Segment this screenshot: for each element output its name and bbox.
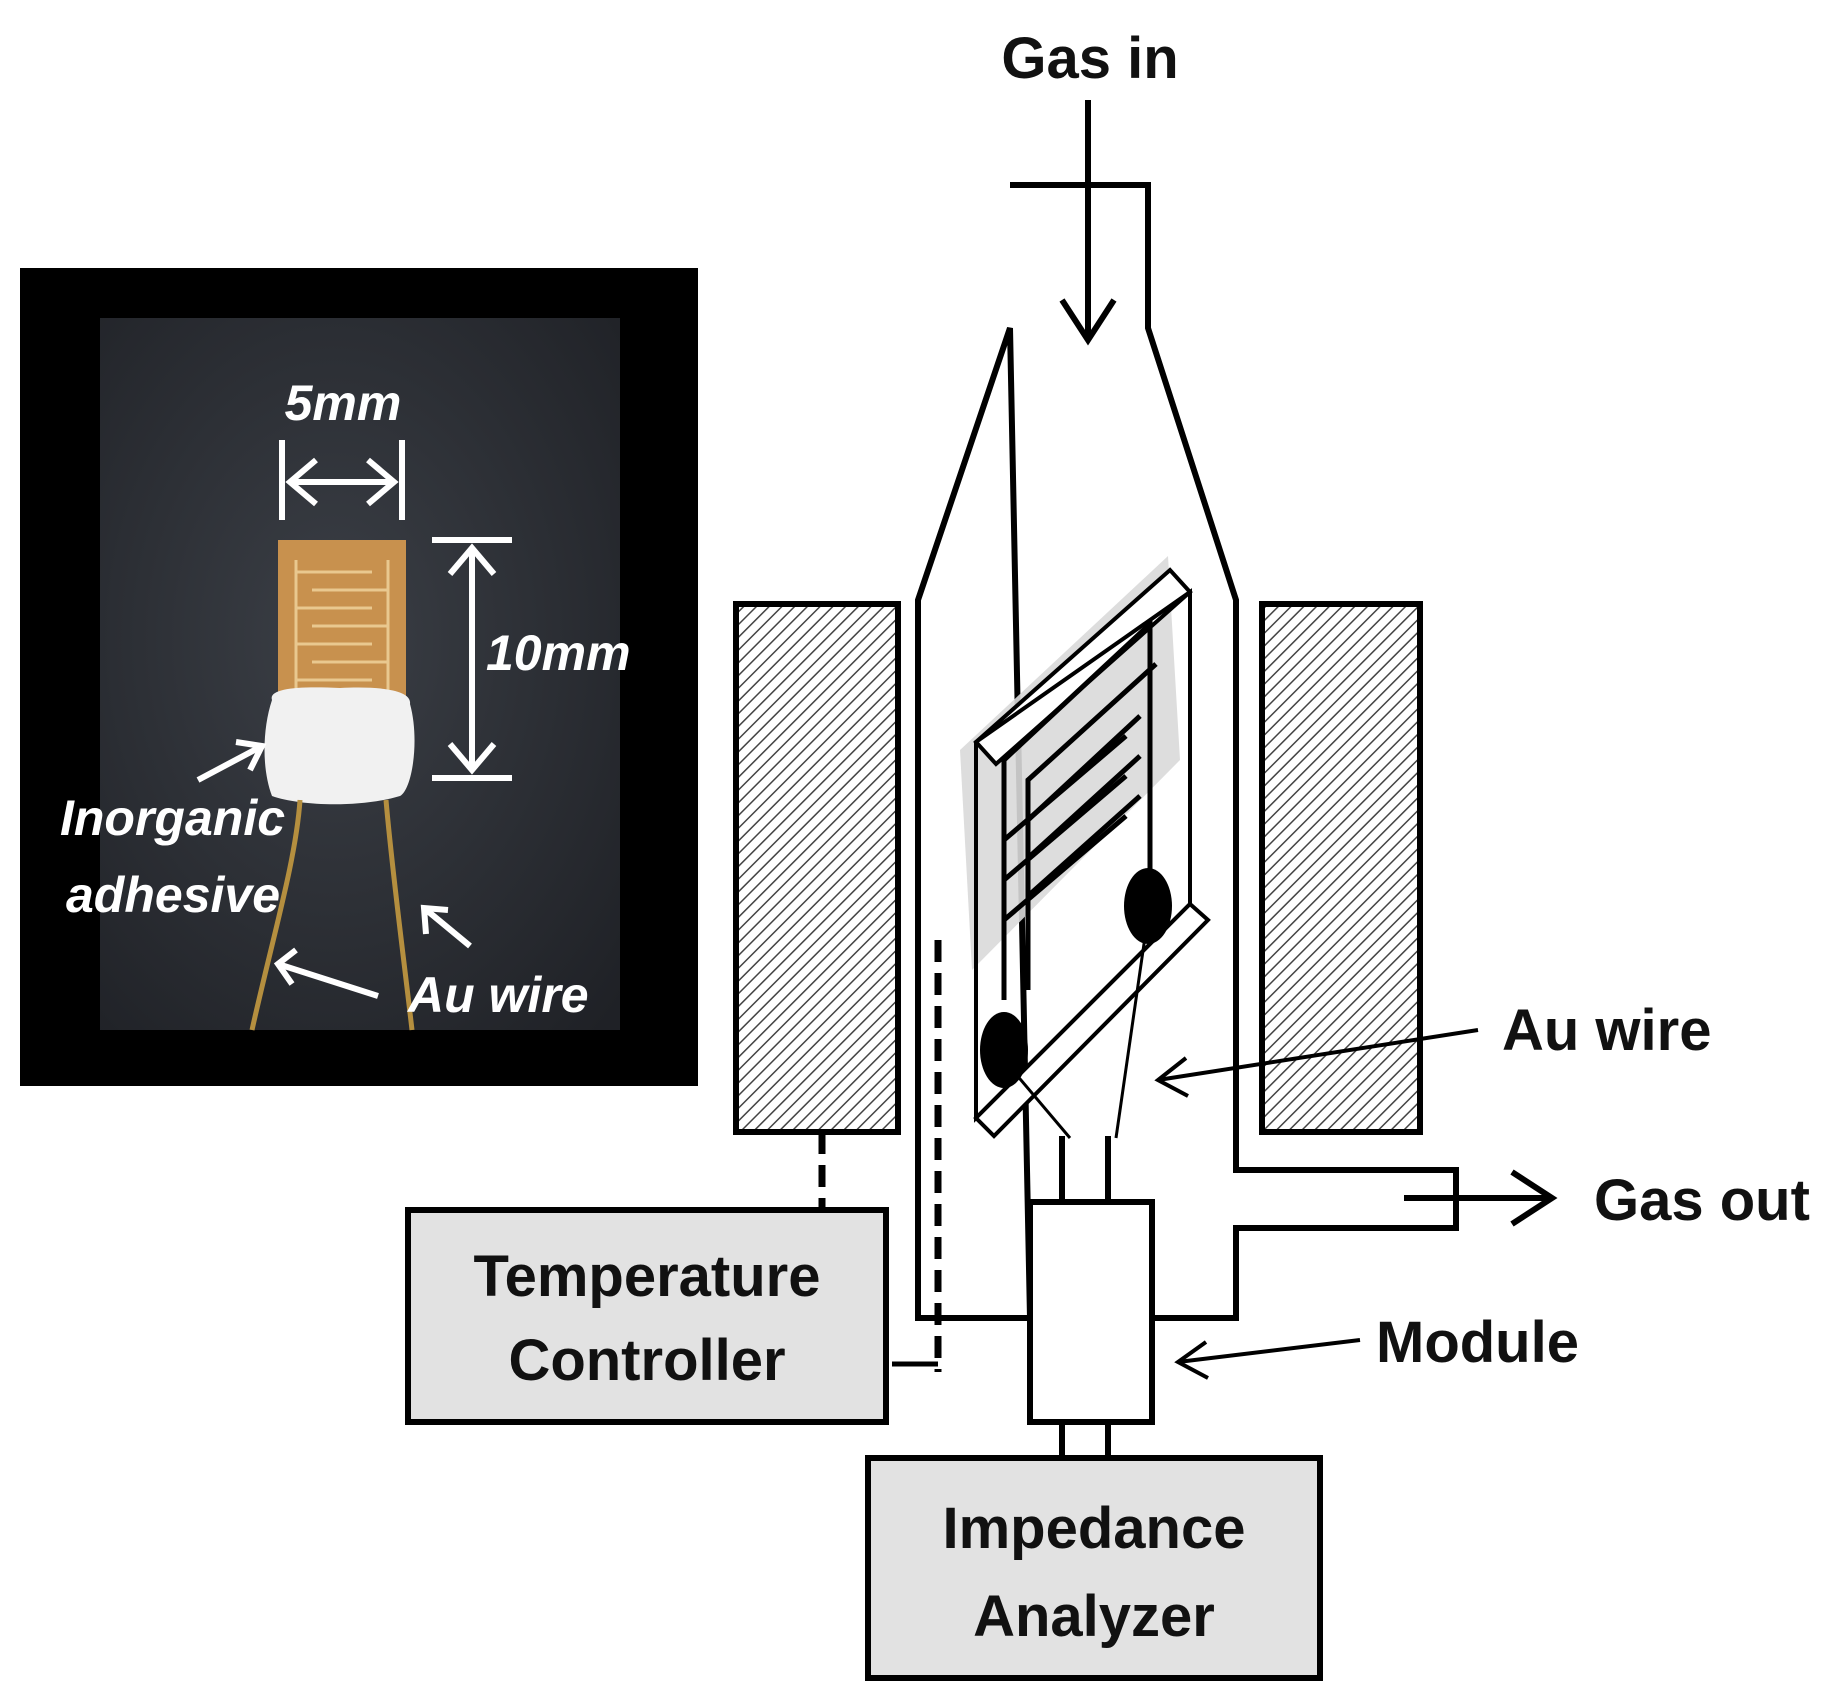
- reactor-tube: [915, 182, 1459, 1321]
- photo-au-wire-label: Au wire: [406, 967, 589, 1023]
- photo-wire-arrows: [273, 904, 472, 999]
- height-dimension: [432, 537, 512, 781]
- sensor-wire-left: [1002, 1059, 1072, 1139]
- sensor-substrate: [960, 556, 1211, 1139]
- impedance-analyzer-label-line2: Analyzer: [973, 1584, 1215, 1649]
- furnace-heater-left: [733, 601, 901, 1135]
- module-box: [1027, 1199, 1155, 1425]
- interdigitated-electrode: [294, 560, 390, 690]
- contact-pad-right: [1124, 868, 1172, 944]
- contact-pad-left: [980, 1012, 1028, 1088]
- au-wire-pointer-head: [1154, 1056, 1189, 1098]
- adhesive-arrow: [196, 739, 267, 783]
- electrode-fingers: [1001, 618, 1158, 1000]
- temperature-controller-label-line2: Controller: [508, 1328, 785, 1393]
- inorganic-adhesive: [264, 687, 415, 805]
- au-wire-label: Au wire: [1502, 998, 1712, 1063]
- temperature-controller-box: [405, 1207, 889, 1425]
- impedance-analyzer-label-line1: Impedance: [943, 1496, 1246, 1561]
- impedance-analyzer-box: [865, 1455, 1323, 1681]
- gas-in-label: Gas in: [1001, 26, 1178, 91]
- au-wire-pointer: [1157, 1028, 1479, 1082]
- height-label: 10mm: [486, 625, 631, 681]
- module-pointer-head: [1174, 1340, 1209, 1380]
- sensor-wire-right: [1114, 915, 1150, 1139]
- adhesive-label-line1: Inorganic: [60, 790, 285, 846]
- sensor-photo: 5mm 10mm Inorganic adhesive Au wire: [20, 268, 698, 1086]
- adhesive-label-line2: adhesive: [66, 867, 280, 923]
- gas-out-label: Gas out: [1594, 1168, 1810, 1233]
- width-label: 5mm: [285, 375, 402, 431]
- width-dimension: [279, 440, 405, 520]
- photo-au-wire-left: [249, 799, 303, 1031]
- module-pointer: [1177, 1338, 1361, 1364]
- gas-out-arrowhead: [1510, 1169, 1558, 1227]
- substrate-side-face: [973, 901, 1211, 1139]
- photo-au-wire-right: [383, 799, 415, 1031]
- temperature-controller-label-line1: Temperature: [473, 1244, 820, 1309]
- module-label: Module: [1376, 1310, 1579, 1375]
- gas-in-arrowhead: [1059, 298, 1117, 346]
- sensor-overlay: [960, 556, 1180, 970]
